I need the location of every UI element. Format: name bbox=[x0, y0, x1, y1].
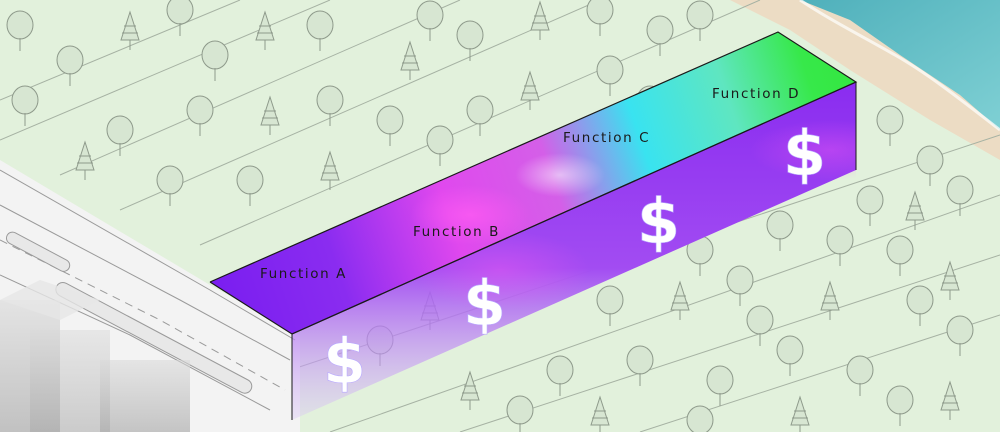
conifer-icon bbox=[905, 190, 925, 230]
tree-icon bbox=[6, 10, 34, 51]
blend-highlight bbox=[515, 153, 605, 197]
tree-icon bbox=[596, 55, 624, 96]
tree-icon bbox=[316, 85, 344, 126]
tree-icon bbox=[376, 105, 404, 146]
tree-icon bbox=[876, 105, 904, 146]
tree-icon bbox=[166, 0, 194, 36]
tree-icon bbox=[646, 15, 674, 56]
conifer-icon bbox=[820, 280, 840, 320]
blend-highlight bbox=[410, 185, 530, 245]
tree-icon bbox=[706, 365, 734, 406]
tree-icon bbox=[156, 165, 184, 206]
conifer-icon bbox=[460, 370, 480, 410]
tree-icon bbox=[686, 405, 714, 432]
conifer-icon bbox=[120, 10, 140, 50]
conifer-icon bbox=[530, 0, 550, 40]
tree-icon bbox=[11, 85, 39, 126]
function-c-label: Function C bbox=[563, 130, 650, 146]
tree-icon bbox=[686, 0, 714, 41]
tree-icon bbox=[456, 20, 484, 61]
tree-icon bbox=[886, 235, 914, 276]
dollar-icon: $ bbox=[463, 267, 506, 340]
tree-icon bbox=[306, 10, 334, 51]
tree-icon bbox=[626, 345, 654, 386]
tree-icon bbox=[906, 285, 934, 326]
tree-icon bbox=[946, 315, 974, 356]
tree-icon bbox=[506, 395, 534, 432]
dollar-icon: $ bbox=[783, 117, 826, 190]
conifer-icon bbox=[940, 260, 960, 300]
tree-icon bbox=[546, 355, 574, 396]
conifer-icon bbox=[255, 10, 275, 50]
tree-icon bbox=[201, 40, 229, 81]
tree-icon bbox=[586, 0, 614, 36]
conifer-icon bbox=[260, 95, 280, 135]
conifer-icon bbox=[520, 70, 540, 110]
tree-icon bbox=[856, 185, 884, 226]
conifer-icon bbox=[790, 395, 810, 432]
sea-water bbox=[800, 0, 1000, 130]
function-d-label: Function D bbox=[712, 86, 800, 102]
tree-icon bbox=[106, 115, 134, 156]
tree-icon bbox=[56, 45, 84, 86]
dollar-icon: $ bbox=[637, 185, 680, 258]
tree-icon bbox=[826, 225, 854, 266]
tree-icon bbox=[596, 285, 624, 326]
conifer-icon bbox=[940, 380, 960, 420]
conifer-icon bbox=[590, 395, 610, 432]
conifer-icon bbox=[75, 140, 95, 180]
tree-icon bbox=[746, 305, 774, 346]
conifer-icon bbox=[320, 150, 340, 190]
volume-edge bbox=[291, 81, 857, 335]
tree-icon bbox=[186, 95, 214, 136]
function-a-label: Function A bbox=[260, 266, 347, 282]
conifer-icon bbox=[400, 40, 420, 80]
tree-icon bbox=[916, 145, 944, 186]
tree-icon bbox=[886, 385, 914, 426]
tree-icon bbox=[426, 125, 454, 166]
tree-icon bbox=[846, 355, 874, 396]
shoreline-foam bbox=[799, 0, 1000, 132]
function-b-label: Function B bbox=[413, 224, 500, 240]
dollar-icon: $ bbox=[323, 325, 366, 398]
conifer-icon bbox=[670, 280, 690, 320]
tree-icon bbox=[466, 95, 494, 136]
tree-icon bbox=[236, 165, 264, 206]
tree-icon bbox=[766, 210, 794, 251]
tree-icon bbox=[416, 0, 444, 41]
tree-icon bbox=[776, 335, 804, 376]
tree-icon bbox=[946, 175, 974, 216]
tree-icon bbox=[726, 265, 754, 306]
buildings bbox=[0, 280, 190, 432]
